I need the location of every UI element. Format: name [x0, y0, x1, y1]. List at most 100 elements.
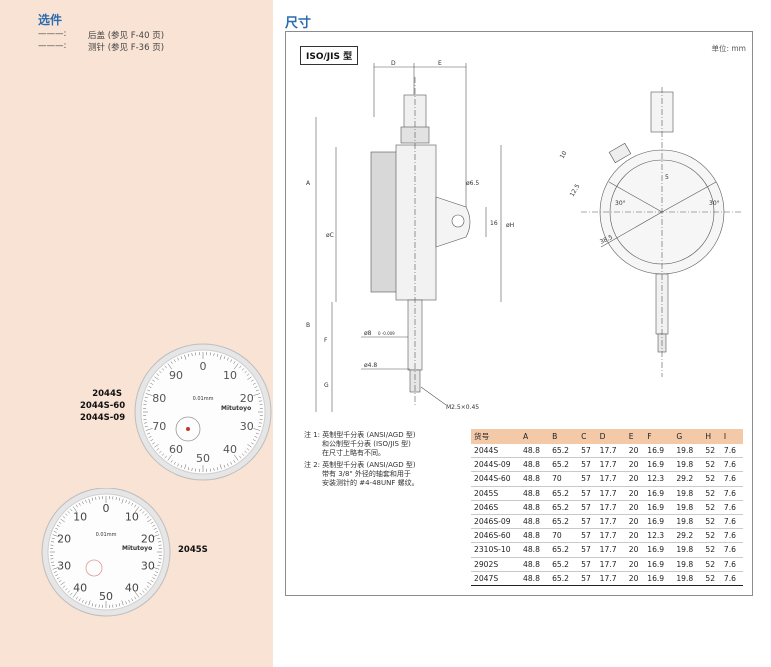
dial-tick: [65, 513, 68, 516]
unit-label: 单位: mm: [711, 44, 746, 53]
table-cell: 65.2: [549, 571, 579, 586]
dial-tick: [173, 359, 176, 363]
table-cell: 7.6: [720, 542, 743, 558]
dial-b-brand: Mitutoyo: [122, 545, 152, 552]
dial-tick: [58, 580, 62, 583]
dim-thread: M2.5×0.45: [446, 404, 479, 411]
dial-tick: [144, 400, 148, 402]
table-cell: 16.9: [644, 557, 674, 572]
dial-tick: [239, 365, 242, 369]
col-header: F: [644, 429, 674, 444]
dial-tick: [51, 564, 55, 567]
table-cell: 7.6: [720, 486, 743, 501]
table-cell: 17.7: [596, 457, 626, 473]
col-header: I: [720, 429, 743, 444]
dial-tick: [223, 356, 226, 360]
table-cell: 52: [702, 528, 721, 544]
table-cell: 19.8: [673, 542, 703, 558]
table-cell: 7.6: [720, 514, 743, 530]
dial-tick: [219, 464, 222, 470]
dial-tick: [148, 436, 152, 438]
dial-tick: [213, 467, 215, 471]
dial-tick: [216, 353, 219, 357]
dial-number: 70: [152, 420, 166, 433]
dial-tick: [152, 534, 160, 538]
col-header: G: [673, 429, 703, 444]
dial-number: 10: [223, 369, 237, 382]
dial-tick: [258, 396, 262, 399]
table-cell: 7.6: [720, 457, 743, 473]
dial-number: 20: [57, 532, 71, 545]
dial-a-resolution: 0.01mm: [193, 396, 214, 402]
table-cell: 52: [702, 514, 721, 530]
col-header: B: [549, 429, 579, 444]
table-cell: 20: [625, 528, 645, 544]
dial-tick: [254, 436, 258, 438]
table-cell: 65.2: [549, 542, 579, 558]
table-cell: 48.8: [520, 571, 550, 586]
dial-tick: [91, 497, 94, 501]
dial-number: 20: [141, 532, 155, 545]
dial-tick: [253, 428, 261, 431]
dim-16: 16: [490, 220, 498, 227]
dial-tick: [258, 425, 262, 428]
dial-tick: [131, 502, 134, 506]
dial-tick: [158, 541, 162, 543]
dim-tip: ø4.8: [364, 362, 377, 369]
dial-tick: [156, 448, 160, 451]
table-cell: 19.8: [673, 557, 703, 572]
dial-tick: [241, 368, 245, 371]
table-cell: 19.8: [673, 500, 703, 515]
table-cell: 65.2: [549, 444, 579, 459]
dim-angle-left: 30°: [615, 200, 626, 207]
table-cell: 48.8: [520, 542, 550, 558]
dial-tick: [244, 370, 247, 374]
dial-number: 10: [73, 510, 87, 523]
dial-tick: [180, 356, 183, 360]
table-cell: 52: [702, 457, 721, 473]
dial-tick: [142, 590, 145, 593]
table-cell: 65.2: [549, 514, 579, 530]
table-cell: 48.8: [520, 528, 550, 544]
table-cell: 52: [702, 486, 721, 501]
dial-number: 20: [240, 392, 254, 405]
dial-tick: [85, 601, 87, 605]
dial-tick: [173, 461, 176, 465]
dial-a-model-3: 2044S-09: [80, 413, 126, 423]
dim-h: øH: [506, 222, 514, 229]
dial-tick: [258, 400, 262, 402]
dial-number: 10: [125, 510, 139, 523]
col-header: E: [625, 429, 645, 444]
dial-tick: [144, 513, 147, 516]
dial-a-model-2: 2044S-60: [80, 401, 126, 411]
table-cell: 48.8: [520, 457, 550, 473]
dial-tick: [52, 534, 60, 538]
dial-tick: [170, 459, 173, 463]
dial-tick: [191, 467, 193, 471]
table-cell: 2046S-60: [471, 528, 520, 544]
table-cell: 65.2: [549, 500, 579, 515]
dial-tick: [62, 585, 66, 588]
table-cell: 57: [578, 500, 597, 515]
dial-number: 50: [196, 452, 210, 465]
dial-tick: [95, 496, 97, 500]
dial-tick: [227, 463, 229, 467]
table-cell: 17.7: [596, 528, 626, 544]
dial-tick: [70, 508, 73, 512]
dial-number: 30: [141, 560, 155, 573]
dial-number: 30: [240, 420, 254, 433]
dial-tick: [177, 463, 179, 467]
dial-tick: [115, 604, 117, 608]
dial-tick: [51, 537, 55, 540]
dial-tick: [223, 464, 226, 468]
note-1-line-2: 和公制型千分表 (ISO/JIS 型): [322, 440, 411, 448]
table-cell: 52: [702, 471, 721, 487]
table-cell: 48.8: [520, 514, 550, 530]
dial-a-brand: Mitutoyo: [221, 405, 251, 412]
dial-tick: [219, 354, 222, 360]
